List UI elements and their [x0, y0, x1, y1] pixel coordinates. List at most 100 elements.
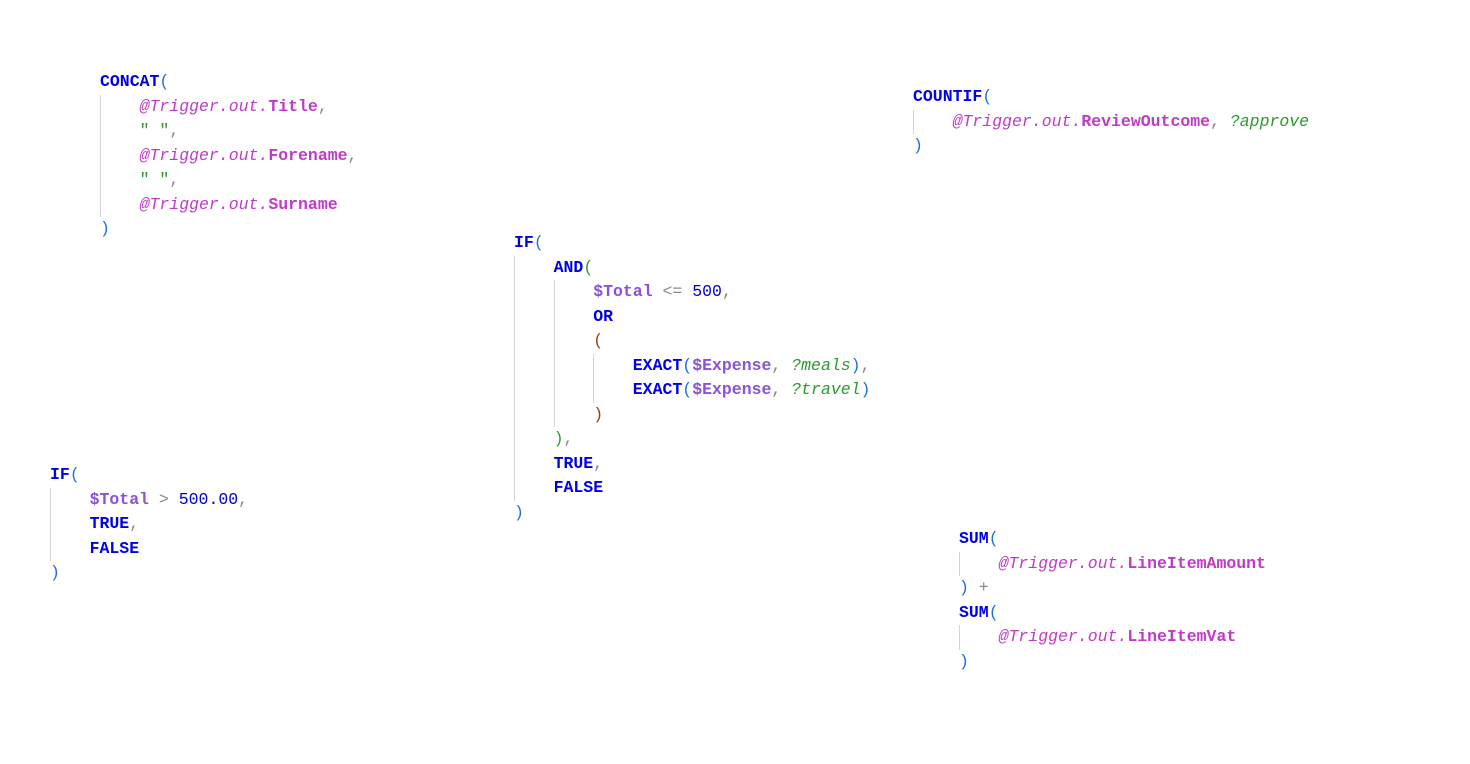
indent-guide	[100, 119, 140, 144]
punctuation: ,	[563, 429, 574, 448]
function-name: IF	[50, 465, 70, 484]
code-line: @Trigger.out.Title,	[100, 94, 357, 119]
code-line: " ",	[100, 119, 357, 144]
indent-guide	[593, 353, 633, 378]
indent-guide	[50, 487, 90, 512]
reference-path: @Trigger.out.	[139, 96, 269, 116]
paren: )	[959, 578, 969, 597]
punctuation: ,	[771, 380, 792, 399]
concat-expression: CONCAT(@Trigger.out.Title," ",@Trigger.o…	[100, 70, 357, 242]
paren: )	[553, 429, 564, 448]
indent-guide	[514, 353, 554, 378]
code-line: )	[514, 501, 870, 526]
indent-guide	[553, 378, 594, 403]
code-line: FALSE	[514, 476, 870, 501]
option-literal: ?approve	[1229, 111, 1310, 131]
indent-guide	[553, 304, 594, 329]
indent-guide	[553, 280, 594, 305]
variable: $Total	[89, 489, 150, 509]
punctuation: ,	[129, 514, 140, 533]
code-line: COUNTIF(	[913, 85, 1309, 110]
if-and-or-expression: IF(AND($Total <= 500,OR(EXACT($Expense, …	[514, 231, 870, 525]
indent-guide	[514, 451, 554, 476]
code-line: SUM(	[959, 527, 1266, 552]
reference-path: @Trigger.out.	[139, 194, 269, 214]
indent-guide	[514, 280, 554, 305]
punctuation: ,	[347, 145, 358, 165]
indent-guide	[553, 402, 594, 427]
paren: (	[583, 257, 594, 277]
code-line: AND(	[514, 255, 870, 280]
paren: (	[982, 87, 993, 106]
option-literal: ?travel	[791, 380, 861, 399]
code-line: FALSE	[50, 536, 248, 561]
indent-guide	[50, 512, 90, 537]
function-name: AND	[553, 257, 584, 277]
paren: (	[533, 233, 544, 252]
variable: $Expense	[692, 355, 772, 375]
paren: )	[860, 380, 871, 399]
indent-guide	[913, 109, 953, 134]
indent-guide	[514, 329, 554, 354]
field-name: Surname	[268, 194, 338, 214]
punctuation: ,	[593, 453, 604, 473]
indent-guide	[553, 329, 594, 354]
paren: (	[988, 529, 999, 548]
code-line: ) +	[959, 576, 1266, 601]
indent-guide	[100, 192, 140, 217]
code-line: )	[100, 217, 357, 242]
countif-expression: COUNTIF(@Trigger.out.ReviewOutcome, ?app…	[913, 85, 1309, 159]
code-line: @Trigger.out.LineItemAmount	[959, 551, 1266, 576]
field-name: Title	[268, 96, 318, 116]
code-line: )	[913, 134, 1309, 159]
paren: )	[514, 502, 524, 522]
code-line: @Trigger.out.ReviewOutcome, ?approve	[913, 109, 1310, 134]
code-line: )	[50, 561, 248, 586]
paren: (	[682, 380, 693, 399]
paren: )	[100, 219, 110, 238]
indent-guide	[514, 402, 554, 427]
indent-guide	[514, 427, 554, 452]
code-line: TRUE,	[514, 451, 870, 476]
indent-guide	[50, 536, 90, 561]
paren: (	[593, 331, 604, 350]
paren: (	[682, 355, 693, 375]
indent-guide	[959, 551, 999, 576]
keyword: FALSE	[89, 538, 140, 558]
punctuation: ,	[238, 489, 249, 509]
reference-path: @Trigger.out.	[998, 553, 1128, 573]
indent-guide	[959, 625, 999, 650]
indent-guide	[593, 378, 633, 403]
keyword: TRUE	[89, 514, 130, 533]
function-name: IF	[514, 233, 534, 252]
keyword: FALSE	[553, 478, 604, 497]
code-line: EXACT($Expense, ?travel)	[514, 378, 870, 403]
paren: )	[50, 563, 60, 582]
indent-guide	[514, 476, 554, 501]
reference-path: @Trigger.out.	[998, 627, 1128, 646]
reference-path: @Trigger.out.	[139, 145, 269, 165]
operator: >	[149, 489, 179, 509]
paren: )	[959, 651, 969, 671]
code-line: " ",	[100, 168, 357, 193]
indent-guide	[553, 353, 594, 378]
code-line: $Total > 500.00,	[50, 487, 249, 512]
indent-guide	[100, 168, 140, 193]
code-line: SUM(	[959, 601, 1266, 626]
code-line: ),	[514, 427, 870, 452]
keyword: OR	[593, 306, 613, 326]
paren: )	[593, 404, 604, 424]
code-line: )	[959, 650, 1266, 675]
indent-guide	[514, 378, 554, 403]
string-literal: " "	[139, 170, 170, 189]
sum-expression: SUM(@Trigger.out.LineItemAmount) +SUM(@T…	[959, 527, 1266, 674]
punctuation: ,	[169, 121, 180, 140]
code-line: CONCAT(	[100, 70, 357, 95]
punctuation: ,	[1210, 111, 1230, 131]
field-name: Forename	[268, 145, 348, 165]
paren: (	[69, 465, 80, 484]
field-name: LineItemAmount	[1127, 553, 1266, 573]
indent-guide	[514, 255, 554, 280]
paren: (	[988, 602, 999, 622]
code-line: @Trigger.out.LineItemVat	[959, 625, 1266, 650]
